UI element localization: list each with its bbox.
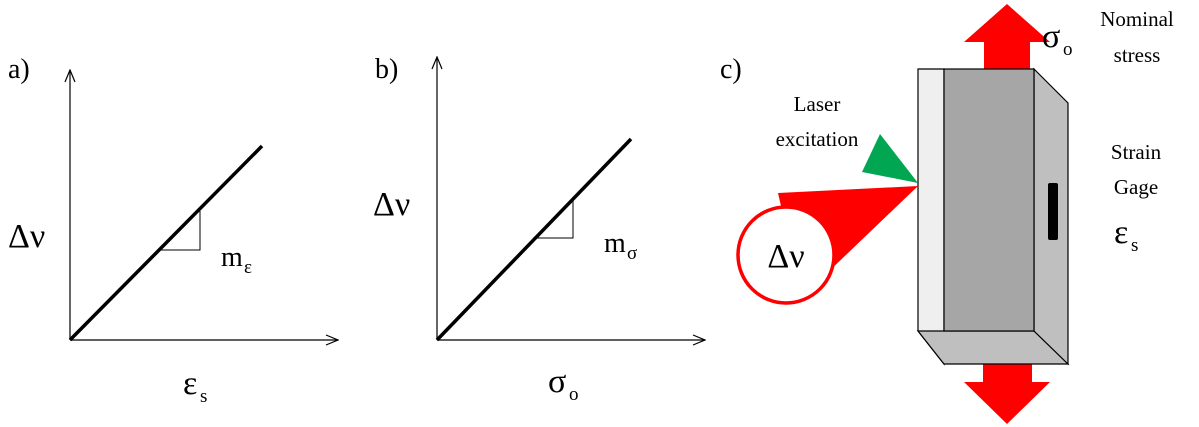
panel-a-trend-line [68, 144, 264, 342]
gage-strain-symbol-sub: s [1131, 235, 1138, 256]
panel-a-x-label: ε [183, 365, 197, 402]
shift-bubble-label: Δν [767, 238, 804, 275]
panel-a-slope-triangle [160, 211, 201, 251]
panel-b-x-label-sub: o [569, 384, 579, 405]
strain-gage [1048, 183, 1058, 240]
panel-c-tag: c) [720, 54, 742, 85]
laser-excitation-beam [862, 134, 918, 183]
panel-b: b) Δν σ o m σ [373, 54, 705, 405]
nominal-stress-label-line1: Nominal [1100, 7, 1174, 31]
panel-a-tag: a) [8, 54, 30, 85]
panel-b-slope-label: m [604, 228, 626, 259]
panel-c: c) Δν σ o Nominal stress Laser excitatio… [720, 4, 1174, 424]
laser-label-line1: Laser [794, 92, 841, 116]
panel-a-x-label-sub: s [200, 386, 207, 407]
panel-b-x-label: σ [548, 363, 566, 400]
specimen-face [917, 68, 945, 366]
stress-symbol-sub: o [1063, 39, 1073, 60]
panel-a: a) Δν ε s m ε [8, 54, 338, 407]
panel-b-trend-line [435, 137, 633, 342]
panel-b-slope-triangle [533, 199, 574, 239]
specimen-front [943, 68, 1035, 332]
stress-symbol: σ [1042, 18, 1060, 55]
panel-b-y-label: Δν [373, 186, 410, 223]
strain-gage-label-line1: Strain [1111, 140, 1162, 164]
nominal-stress-label-line2: stress [1114, 43, 1161, 67]
panel-b-slope-sub: σ [627, 243, 637, 264]
laser-label-line2: excitation [776, 127, 859, 151]
panel-b-tag: b) [375, 54, 398, 85]
gage-strain-symbol: ε [1114, 214, 1128, 251]
panel-a-slope-label: m [221, 242, 243, 273]
panel-a-y-label: Δν [8, 218, 45, 255]
tensile-arrow-up [964, 4, 1050, 70]
shift-bubble [736, 205, 836, 305]
tensile-arrow-down [964, 350, 1050, 424]
strain-gage-label-line2: Gage [1114, 175, 1158, 199]
panel-a-slope-sub: ε [244, 257, 252, 278]
